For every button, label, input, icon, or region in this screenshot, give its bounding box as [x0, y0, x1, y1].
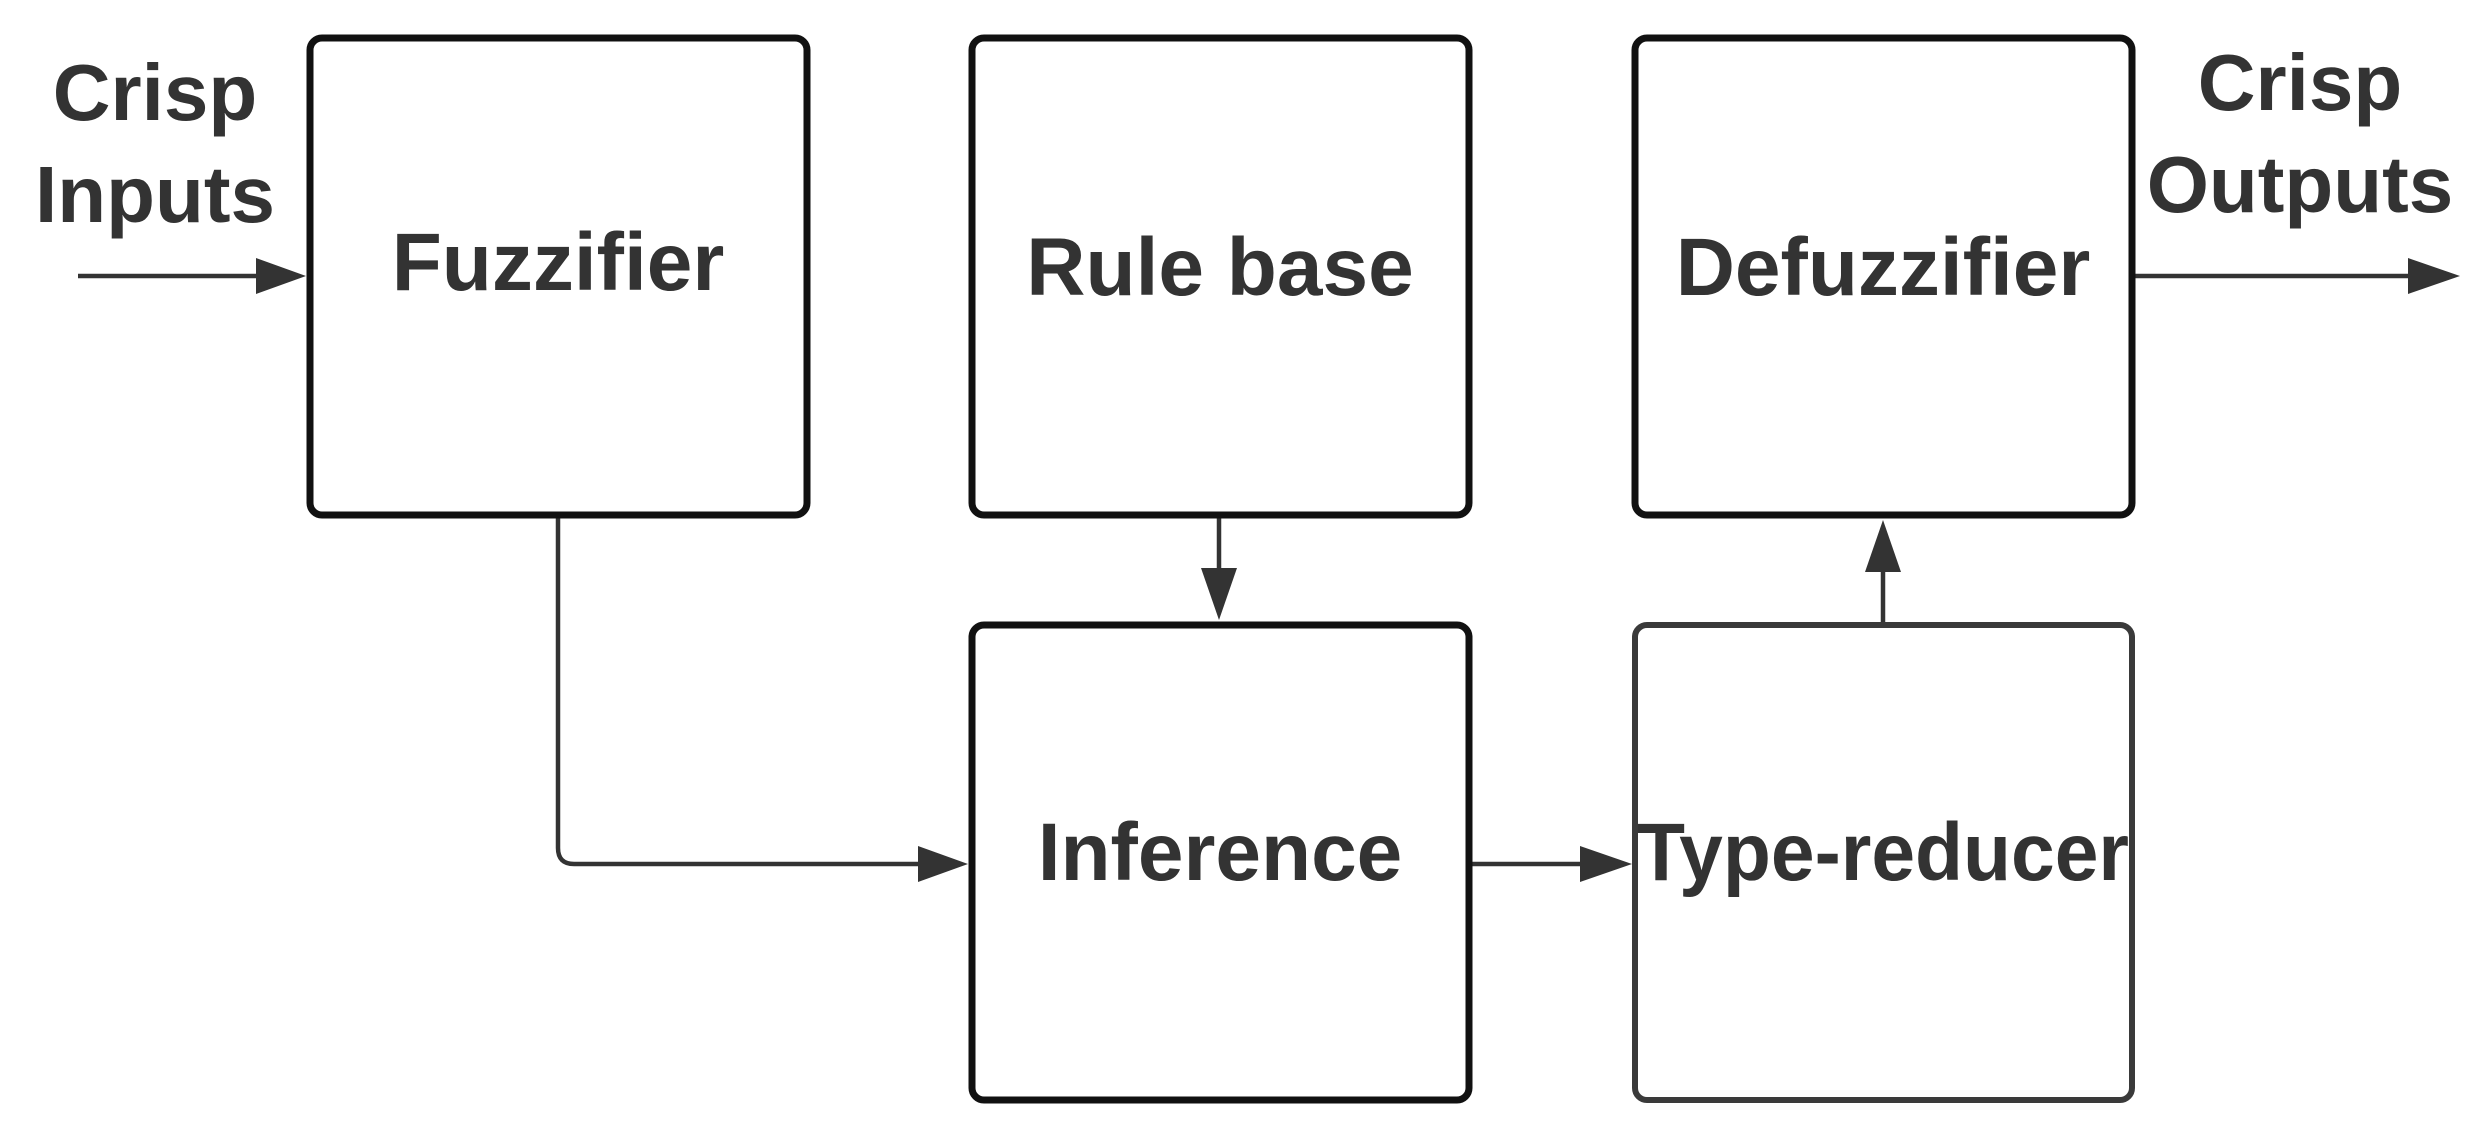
- type-reducer-label: Type-reducer: [1637, 807, 2129, 898]
- input-arrow: [78, 258, 306, 294]
- type-reducer-to-defuzzifier-arrow: [1865, 520, 1901, 623]
- defuzzifier-block: Defuzzifier: [1631, 34, 2136, 519]
- inference-block: Inference: [968, 621, 1473, 1104]
- crisp-inputs-label-line2: Inputs: [35, 150, 275, 239]
- fuzzifier-to-inference-arrow: [555, 515, 968, 882]
- defuzzifier-label: Defuzzifier: [1676, 222, 2091, 313]
- rule-base-to-inference-arrow: [1201, 515, 1237, 620]
- rule-base-block: Rule base: [968, 34, 1473, 519]
- fuzzifier-label: Fuzzifier: [392, 217, 725, 308]
- type-reducer-block: Type-reducer: [1632, 622, 2135, 1103]
- output-arrow: [2135, 258, 2460, 294]
- crisp-inputs-label-line1: Crisp: [53, 48, 258, 137]
- rule-base-label: Rule base: [1026, 222, 1413, 313]
- inference-to-type-reducer-arrow: [1470, 846, 1632, 882]
- crisp-outputs-label-line1: Crisp: [2198, 38, 2403, 127]
- inference-label: Inference: [1038, 807, 1403, 898]
- crisp-outputs-label-line2: Outputs: [2147, 140, 2454, 229]
- fuzzifier-block: Fuzzifier: [306, 34, 811, 519]
